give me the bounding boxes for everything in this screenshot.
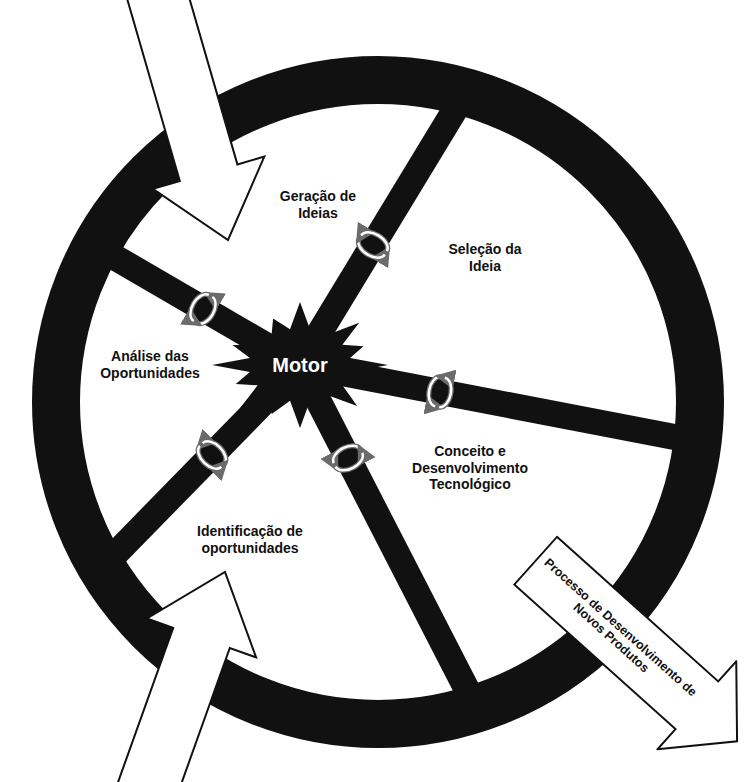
rotation-symbol — [186, 291, 220, 328]
output-arrow: Processo de Desenvolvimento de Novos Pro… — [495, 515, 748, 782]
spoke — [300, 365, 690, 440]
rotation-symbol — [194, 437, 231, 474]
stage-label: Seleção da Ideia — [440, 241, 530, 275]
rotation-symbol — [426, 375, 453, 409]
arrow-shape — [496, 517, 748, 782]
stage-label: Análise das Oportunidades — [91, 348, 209, 382]
stage-label: Conceito e Desenvolvimento Tecnológico — [406, 443, 534, 493]
input-arrow — [112, 572, 256, 782]
node-text: Motor — [272, 354, 328, 377]
motor-star: Motor — [210, 300, 390, 430]
spoke — [300, 365, 480, 715]
rotation-symbol — [330, 441, 367, 474]
stage-label: Identificação de oportunidades — [186, 523, 314, 557]
input-arrow — [121, 0, 264, 240]
star-shape — [212, 302, 388, 428]
stage-label: Geração de Ideias — [279, 188, 357, 222]
rotation-symbol — [354, 228, 391, 262]
